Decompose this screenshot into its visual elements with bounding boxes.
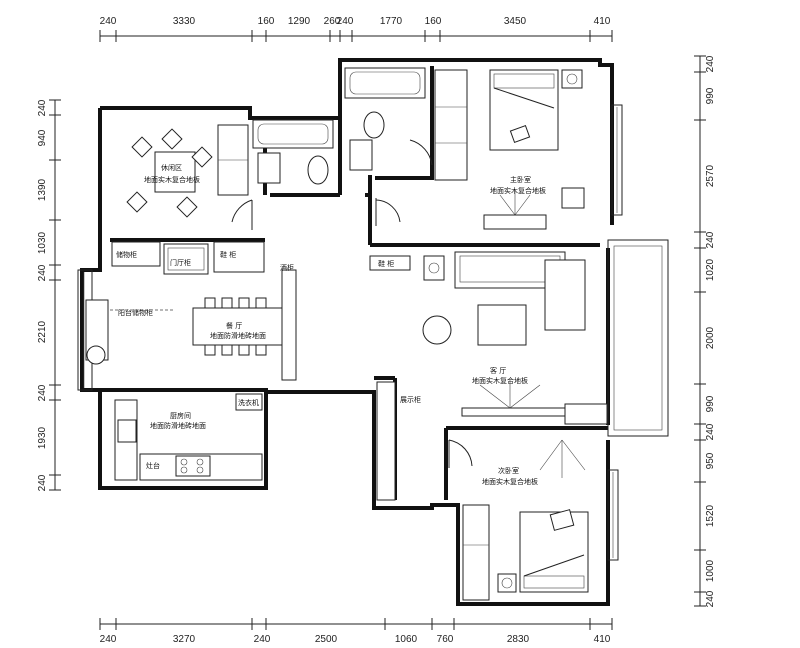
dim-top-4: 1290 [288, 16, 311, 27]
dim-left-6: 2210 [37, 320, 48, 343]
coffee-table [477, 304, 527, 346]
left-dimension-chain: 240 940 1390 1030 240 2210 240 1930 240 [37, 99, 61, 491]
bathroom-upper [252, 67, 468, 226]
tea-room: 休闲区 地面实木复合地板 [126, 124, 253, 230]
dim-left-2: 940 [37, 129, 48, 146]
kitchen-floor: 地面防滑地砖地面 [150, 421, 206, 430]
sofa-chaise [544, 259, 586, 331]
tv-cabinet [461, 407, 571, 417]
kitchen: 厨房间 地面防滑地砖地面 灶台 洗衣机 [114, 393, 263, 481]
tea-room-name: 休闲区 [161, 163, 182, 172]
dim-right-12: 240 [705, 590, 716, 607]
wine-cabinet-label: 酒柜 [280, 263, 294, 272]
dim-top-7: 1770 [380, 16, 403, 27]
dim-left-9: 240 [37, 474, 48, 491]
dim-right-9: 950 [705, 452, 716, 469]
bottom-dimension-chain: 240 3270 240 2500 1060 760 2830 410 [99, 618, 613, 645]
stove-label: 灶台 [146, 461, 160, 470]
dim-bottom-6: 760 [437, 634, 454, 645]
second-bedroom-floor: 地面实木复合地板 [482, 477, 538, 486]
balcony-cabinet-label: 阳台储物柜 [118, 308, 153, 317]
cabinet-row: 储物柜 门厅柜 鞋 柜 [111, 241, 265, 275]
master-bedroom: 主卧室 地面实木复合地板 [483, 69, 585, 230]
tea-room-floor: 地面实木复合地板 [144, 175, 200, 184]
dim-top-10: 410 [594, 16, 611, 27]
storage-label: 储物柜 [116, 250, 137, 259]
living-name: 客 厅 [490, 366, 506, 375]
dim-right-6: 2000 [705, 326, 716, 349]
display-cabinet-label: 展示柜 [400, 395, 421, 404]
dim-top-9: 3450 [504, 16, 527, 27]
washer-label: 洗衣机 [238, 398, 259, 407]
dim-left-1: 240 [37, 99, 48, 116]
shoe-label: 鞋 柜 [378, 259, 394, 268]
dim-top-5: 260 [324, 16, 341, 27]
bathtub [252, 119, 334, 149]
second-bedroom: 次卧室 地面实木复合地板 [448, 439, 589, 601]
living-floor: 地面实木复合地板 [472, 376, 528, 385]
master-bedroom-name: 主卧室 [510, 175, 531, 184]
dim-left-7: 240 [37, 384, 48, 401]
dim-bottom-5: 1060 [395, 634, 418, 645]
dim-right-10: 1520 [705, 504, 716, 527]
dim-left-5: 240 [37, 264, 48, 281]
dining-name: 餐 厅 [226, 321, 242, 330]
top-dimension-chain: 240 3330 160 1290 260 240 1770 160 3450 … [99, 16, 613, 42]
tea-table [154, 151, 196, 193]
armchair [422, 315, 452, 345]
master-bedroom-floor: 地面实木复合地板 [490, 186, 546, 195]
toilet [307, 155, 329, 185]
second-bedroom-name: 次卧室 [498, 466, 519, 475]
dim-bottom-3: 240 [254, 634, 271, 645]
dim-bottom-2: 3270 [173, 634, 196, 645]
dim-right-8: 240 [705, 423, 716, 440]
dim-bottom-7: 2830 [507, 634, 530, 645]
washbasin [257, 152, 281, 184]
dim-right-1: 240 [705, 55, 716, 72]
wardrobe-second [462, 504, 490, 601]
dim-top-1: 240 [100, 16, 117, 27]
dim-top-2: 3330 [173, 16, 196, 27]
wardrobe-master [483, 214, 547, 230]
living-room: 鞋 柜 客 厅 地面实木复合地板 展示柜 [369, 251, 608, 501]
dim-bottom-8: 410 [594, 634, 611, 645]
dim-left-8: 1930 [37, 426, 48, 449]
dim-top-3: 160 [258, 16, 275, 27]
shoe-cabinet-label: 鞋 柜 [220, 250, 236, 259]
dim-right-11: 1000 [705, 559, 716, 582]
dining-area: 餐 厅 地面防滑地砖地面 阳台储物柜 酒柜 [85, 263, 297, 381]
dining-table [192, 307, 287, 346]
dim-left-3: 1390 [37, 178, 48, 201]
right-dimension-chain: 240 990 2570 240 1020 2000 990 240 950 1… [694, 55, 716, 607]
dim-right-4: 240 [705, 231, 716, 248]
dim-right-2: 990 [705, 87, 716, 104]
entry-cabinet-label: 门厅柜 [170, 258, 191, 267]
dim-top-8: 160 [425, 16, 442, 27]
dim-right-3: 2570 [705, 164, 716, 187]
dim-right-5: 1020 [705, 258, 716, 281]
kitchen-name: 厨房间 [170, 411, 191, 420]
dining-floor: 地面防滑地砖地面 [210, 331, 266, 340]
dim-right-7: 990 [705, 395, 716, 412]
dim-bottom-1: 240 [100, 634, 117, 645]
dim-bottom-4: 2500 [315, 634, 338, 645]
dim-top-6: 240 [337, 16, 354, 27]
dim-left-4: 1030 [37, 231, 48, 254]
